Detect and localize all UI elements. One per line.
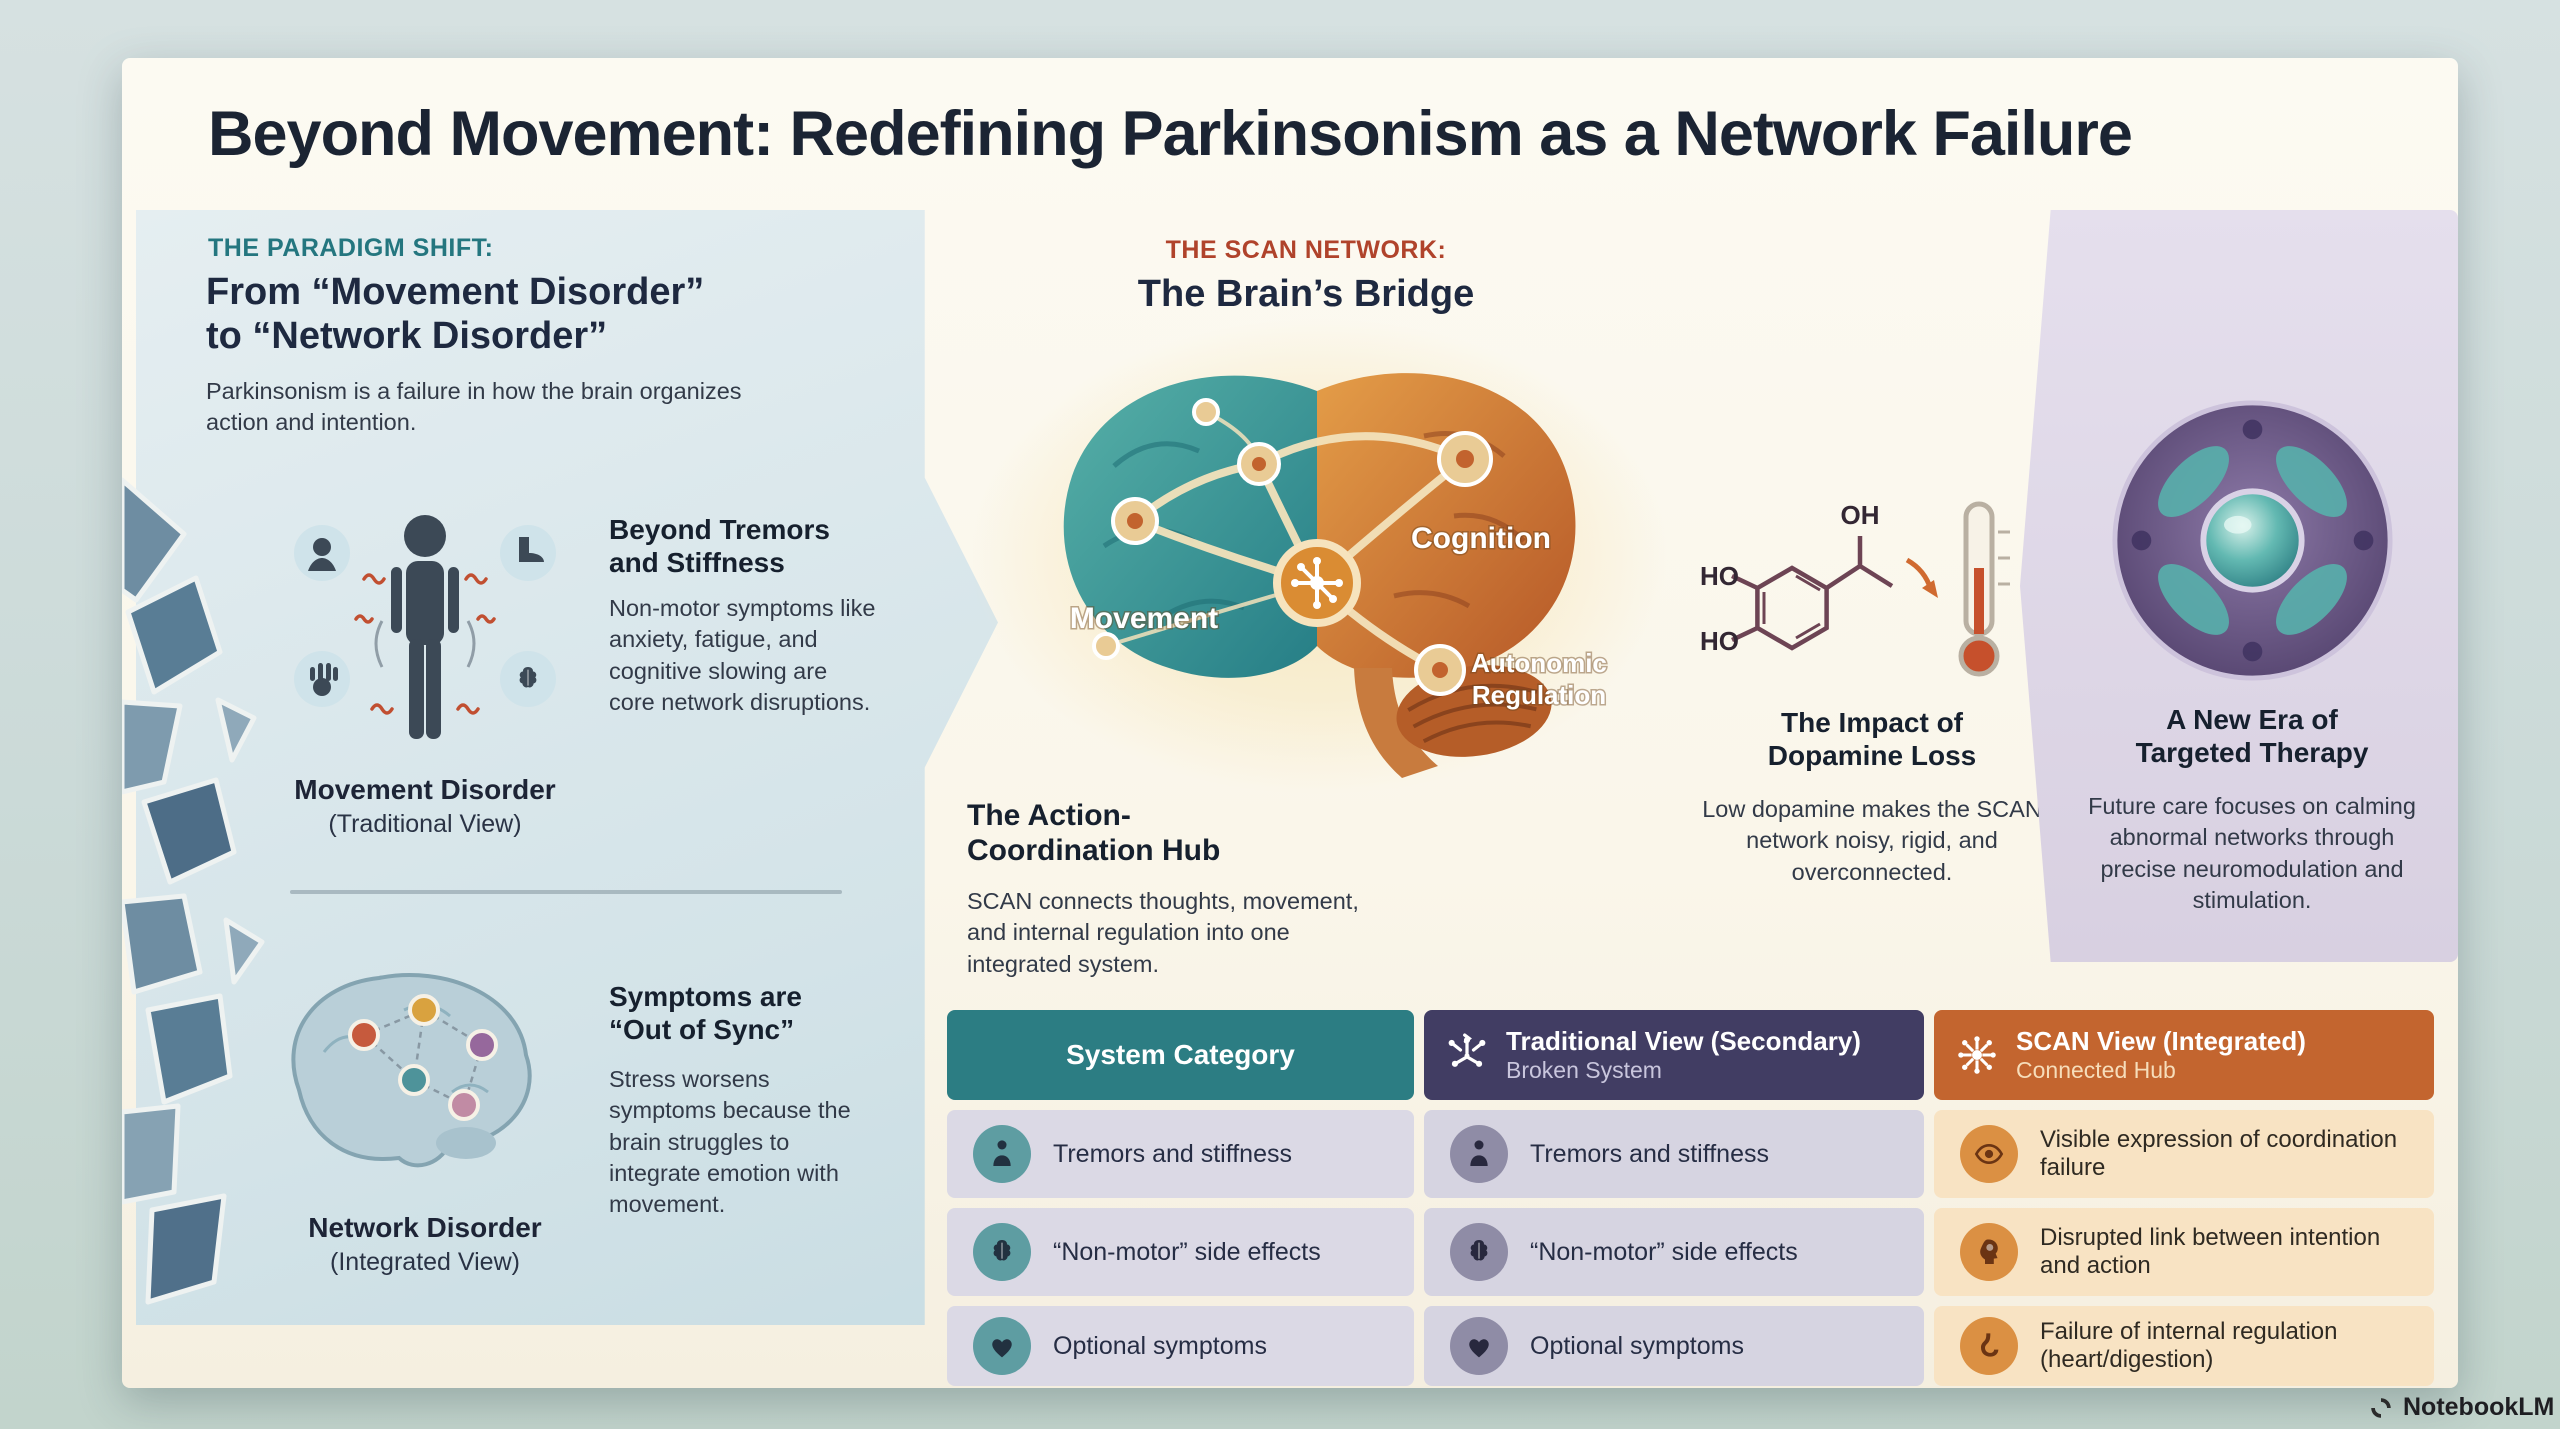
- traditional-caption: Movement Disorder (Traditional View): [294, 774, 556, 838]
- brain-label-cognition: Cognition: [1411, 522, 1551, 555]
- person-icon: [973, 1125, 1031, 1183]
- table-row-cell: Visible expression of coordination failu…: [1934, 1110, 2434, 1198]
- paradigm-kicker: THE PARADIGM SHIFT:: [208, 234, 494, 262]
- paradigm-heading: From “Movement Disorder” to “Network Dis…: [206, 271, 705, 358]
- network-caption: Network Disorder (Integrated View): [308, 1212, 542, 1276]
- brain-label-autonomic-1: Autonomic: [1471, 648, 1607, 678]
- section-divider: [290, 890, 842, 894]
- beyond-tremors-heading: Beyond Tremors and Stiffness: [609, 514, 830, 579]
- scan-brain-illustration: Movement Cognition Autonomic Regulation: [971, 318, 1667, 794]
- eye-icon: [1960, 1125, 2018, 1183]
- table-header-system-category: System Category: [947, 1010, 1414, 1100]
- table-row-cell: Tremors and stiffness: [947, 1110, 1414, 1198]
- person-tremor-illustration: [294, 515, 556, 739]
- brain-network-illustration: [291, 973, 532, 1168]
- table-header-scan-view: SCAN View (Integrated)Connected Hub: [1934, 1010, 2434, 1100]
- table-row-cell: “Non-motor” side effects: [947, 1208, 1414, 1296]
- heart-icon: [973, 1317, 1031, 1375]
- table-row-cell: Failure of internal regulation (heart/di…: [1934, 1306, 2434, 1386]
- page-title: Beyond Movement: Redefining Parkinsonism…: [208, 99, 2133, 169]
- dopamine-body: Low dopamine makes the SCAN network nois…: [1702, 796, 2042, 885]
- molecule-ho2-label: HO: [1700, 626, 1739, 656]
- notebooklm-watermark: NotebookLM: [2368, 1393, 2554, 1422]
- hub-body: SCAN connects thoughts, movement, and in…: [967, 888, 1359, 977]
- notebooklm-label: NotebookLM: [2403, 1393, 2555, 1421]
- comparison-table: System Category Traditional View (Second…: [947, 1010, 2434, 1386]
- dopamine-heading: The Impact of Dopamine Loss: [1767, 707, 1977, 772]
- heart-icon: [1450, 1317, 1508, 1375]
- table-row-cell: “Non-motor” side effects: [1424, 1208, 1924, 1296]
- table-header-traditional-view: Traditional View (Secondary)Broken Syste…: [1424, 1010, 1924, 1100]
- hub-heading: The Action- Coordination Hub: [967, 799, 1221, 868]
- broken-network-icon: [1444, 1032, 1490, 1078]
- brain-label-autonomic-2: Regulation: [1472, 680, 1606, 710]
- thermometer-icon: [1958, 501, 2010, 677]
- connected-hub-icon: [1954, 1032, 2000, 1078]
- molecule-oh-label: OH: [1841, 500, 1880, 530]
- beyond-tremors-body: Non-motor symptoms like anxiety, fatigue…: [609, 595, 876, 715]
- targeted-therapy-illustration: [2112, 400, 2393, 681]
- out-of-sync-body: Stress worsens symptoms because the brai…: [609, 1066, 851, 1217]
- brain-label-movement: Movement: [1070, 602, 1218, 635]
- out-of-sync-heading: Symptoms are “Out of Sync”: [609, 981, 802, 1046]
- scan-kicker: THE SCAN NETWORK:: [1165, 236, 1447, 264]
- molecule-ho1-label: HO: [1700, 561, 1739, 591]
- table-row-cell: Optional symptoms: [947, 1306, 1414, 1386]
- paradigm-intro: Parkinsonism is a failure in how the bra…: [206, 378, 742, 436]
- therapy-heading: A New Era of Targeted Therapy: [2135, 704, 2369, 769]
- therapy-body: Future care focuses on calming abnormal …: [2088, 793, 2416, 913]
- notebooklm-icon: [2371, 1397, 2391, 1418]
- table-row-cell: Disrupted link between intention and act…: [1934, 1208, 2434, 1296]
- stomach-icon: [1960, 1317, 2018, 1375]
- person-icon: [1450, 1125, 1508, 1183]
- table-row-cell: Tremors and stiffness: [1424, 1110, 1924, 1198]
- head-profile-icon: [1960, 1223, 2018, 1281]
- dopamine-molecule-illustration: HO HO OH: [1700, 500, 2010, 677]
- brain-icon: [973, 1223, 1031, 1281]
- table-row-cell: Optional symptoms: [1424, 1306, 1924, 1386]
- shattered-glass-graphic: [122, 477, 265, 1305]
- brain-icon: [1450, 1223, 1508, 1281]
- paradigm-panel: [136, 210, 998, 1325]
- infographic-card: Beyond Movement: Redefining Parkinsonism…: [122, 58, 2458, 1388]
- scan-heading: The Brain’s Bridge: [1137, 273, 1475, 315]
